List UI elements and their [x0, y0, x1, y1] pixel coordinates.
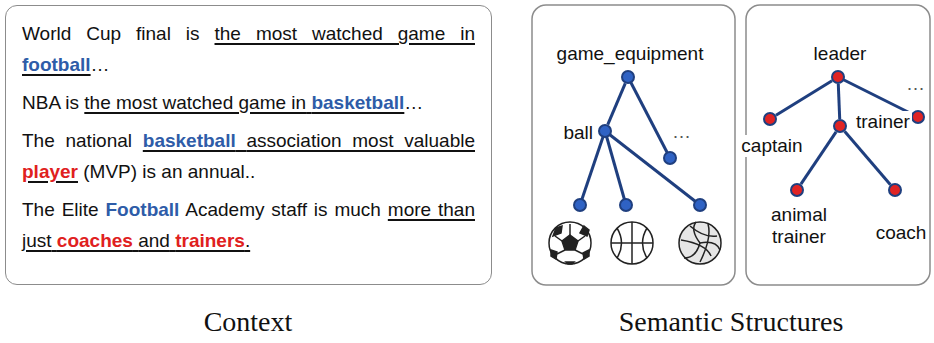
tree-node-label: game_equipment	[555, 43, 706, 65]
context-text: basketball	[311, 92, 404, 113]
ellipsis-mark: …	[672, 121, 691, 143]
tree-edge	[845, 131, 891, 184]
ellipsis-mark: …	[906, 73, 925, 95]
context-text: Academy staff is much	[185, 199, 381, 220]
context-panel: World Cup final is the most watched game…	[5, 5, 492, 285]
context-text: and	[138, 230, 170, 251]
tree-node-dot: ball	[598, 124, 612, 138]
tree-edge	[838, 84, 839, 119]
context-sentence: The national basketball association most…	[22, 125, 475, 187]
context-text: the most watched game in	[215, 23, 475, 44]
context-text: basketball	[143, 130, 236, 151]
tree-node-label: leader	[812, 43, 869, 65]
context-sentence: The Elite Football Academy staff is much…	[22, 194, 475, 256]
context-text: football	[22, 54, 91, 75]
tree-node-dot: captain	[763, 112, 777, 126]
volleyball-icon	[679, 222, 721, 264]
context-text: World Cup final is	[22, 23, 200, 44]
context-text: player	[22, 161, 78, 182]
leaf-dots	[574, 111, 924, 211]
context-text: NBA is	[22, 92, 79, 113]
tree-edge	[776, 81, 832, 116]
tree-node-label: ball	[561, 122, 595, 144]
context-text: association most valuable	[246, 130, 475, 151]
context-text: coaches	[57, 230, 133, 251]
context-text: (MVP) is an annual..	[83, 161, 255, 182]
context-sentence: NBA is the most watched game in basketba…	[22, 87, 475, 118]
tree-node-label: animal trainer	[756, 204, 842, 248]
tree-node-label: coach	[874, 222, 929, 244]
context-text: Football	[106, 199, 180, 220]
underlined-span: the most watched game in basketball	[84, 92, 404, 113]
tree-edge	[608, 83, 626, 124]
panel-caption: Semantic Structures	[619, 306, 844, 338]
context-text: The national	[22, 130, 132, 151]
context-text: the most watched game in	[84, 92, 306, 113]
tree-node-dot: animal trainer	[790, 183, 804, 197]
tree-node-dot: leader	[831, 70, 845, 84]
context-text: …	[91, 54, 110, 75]
tree-node-dot: coach	[888, 183, 902, 197]
tree-node-dot: game_equipment	[621, 70, 635, 84]
context-sentence: World Cup final is the most watched game…	[22, 18, 475, 80]
soccer-ball-icon	[549, 222, 591, 264]
context-text: .	[245, 230, 250, 251]
tree-branches	[580, 77, 918, 205]
context-text: The Elite	[22, 199, 99, 220]
context-text: trainers	[175, 230, 245, 251]
context-text: …	[404, 92, 423, 113]
panel-caption: Context	[204, 306, 293, 338]
tree-node-label: trainer	[854, 111, 912, 133]
tree-edge	[801, 132, 836, 184]
basketball-icon	[611, 222, 653, 264]
tree-node-label: captain	[739, 135, 804, 157]
semantic-panel	[532, 5, 735, 285]
tree-node-dot: trainer	[833, 119, 847, 133]
